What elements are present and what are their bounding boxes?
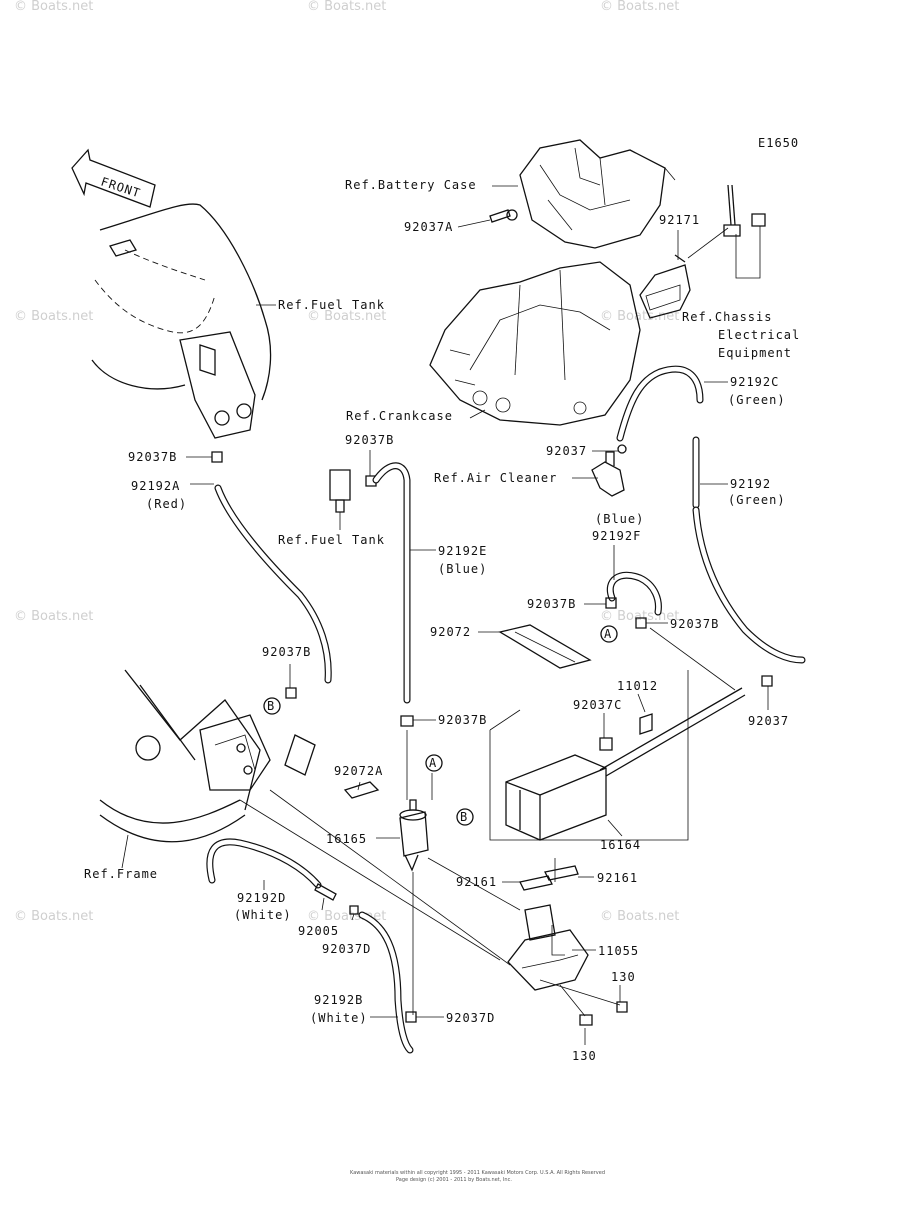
label-92037B-3: 92037B — [527, 597, 576, 611]
watermark: © Boats.net — [600, 909, 679, 924]
hose-white-92192B — [358, 911, 417, 1054]
diagram-code: E1650 — [758, 136, 799, 150]
label-92037D-2: 92037D — [446, 1011, 495, 1025]
front-arrow: FRONT — [71, 148, 156, 208]
footer-line: Kawasaki materials within all copyright … — [350, 1170, 605, 1176]
canister-16164 — [489, 670, 746, 841]
reference-lines — [239, 627, 736, 1017]
label-92037C: 92037C — [573, 698, 622, 712]
strap-92072A — [343, 781, 380, 799]
crankcase-illustration — [429, 254, 691, 426]
label-92192B: 92192B — [314, 993, 363, 1007]
label-16165: 16165 — [326, 832, 367, 846]
air-cleaner-fitting — [591, 444, 627, 497]
label-ref-chassis-electrical: Electrical — [718, 328, 800, 342]
callout-a: A — [429, 756, 437, 770]
label-ref-battery-case: Ref.Battery Case — [345, 178, 477, 192]
watermark: © Boats.net — [600, 309, 679, 324]
label-92037B-2: 92037B — [345, 433, 394, 447]
hose-white-92192D — [206, 838, 359, 915]
label-92161-right: 92161 — [597, 871, 638, 885]
label-92072: 92072 — [430, 625, 471, 639]
label-92037B-4: 92037B — [670, 617, 719, 631]
watermark: © Boats.net — [307, 0, 386, 14]
label-92037A: 92037A — [404, 220, 453, 234]
label-ref-chassis-equipment: Equipment — [718, 346, 792, 360]
label-92192C: 92192C — [730, 375, 779, 389]
label-16164: 16164 — [600, 838, 641, 852]
label-92171: 92171 — [659, 213, 700, 227]
label-ref-chassis: Ref.Chassis — [682, 310, 772, 324]
label-92192A: 92192A — [131, 479, 180, 493]
hose-green — [616, 365, 806, 687]
leader-lines — [121, 185, 769, 1045]
callouts: A A B B — [263, 625, 618, 826]
label-92192A-color: (Red) — [146, 497, 187, 511]
label-92192C-color: (Green) — [728, 393, 786, 407]
label-ref-fuel-tank-top: Ref.Fuel Tank — [278, 298, 385, 312]
label-92037-right: 92037 — [748, 714, 789, 728]
callout-b: B — [460, 810, 468, 824]
watermark: © Boats.net — [600, 609, 679, 624]
watermark: © Boats.net — [14, 909, 93, 924]
part-labels: Ref.Battery Case 92037A 92171 Ref.Chassi… — [84, 178, 800, 1063]
watermark: © Boats.net — [14, 609, 93, 624]
watermark: © Boats.net — [600, 0, 679, 14]
label-92192E: 92192E — [438, 544, 487, 558]
watermark: © Boats.net — [307, 309, 386, 324]
watermark: © Boats.net — [14, 309, 93, 324]
callout-b: B — [267, 699, 275, 713]
label-92192E-color: (Blue) — [438, 562, 487, 576]
label-ref-fuel-tank-mid: Ref.Fuel Tank — [278, 533, 385, 547]
label-92192B-color: (White) — [310, 1011, 368, 1025]
battery-case-illustration — [519, 139, 676, 249]
strap-92072 — [498, 624, 592, 669]
fuel-tank-illustration — [91, 203, 272, 439]
frame-illustration — [99, 669, 316, 843]
label-11012: 11012 — [617, 679, 658, 693]
footer-copyright: Kawasaki materials within all copyright … — [350, 1170, 605, 1183]
label-92192F-color: (Blue) — [595, 512, 644, 526]
label-92037D-1: 92037D — [322, 942, 371, 956]
footer-line: Page design (c) 2001 - 2011 by Boats.net… — [396, 1177, 512, 1183]
label-92192D: 92192D — [237, 891, 286, 905]
label-92072A: 92072A — [334, 764, 383, 778]
label-92005: 92005 — [298, 924, 339, 938]
label-11055: 11055 — [598, 944, 639, 958]
callout-a: A — [604, 627, 612, 641]
label-130-bottom: 130 — [572, 1049, 597, 1063]
fuel-filter-16165 — [399, 799, 429, 872]
label-130-right: 130 — [611, 970, 636, 984]
watermarks: © Boats.net © Boats.net © Boats.net © Bo… — [14, 0, 679, 924]
label-92192F: 92192F — [592, 529, 641, 543]
hose-red — [211, 451, 332, 699]
watermark: © Boats.net — [14, 0, 93, 14]
bolt-92037A — [489, 209, 518, 223]
label-ref-frame: Ref.Frame — [84, 867, 158, 881]
hose-blue-92192F — [605, 571, 662, 629]
label-92037B-5: 92037B — [262, 645, 311, 659]
label-92037-top: 92037 — [546, 444, 587, 458]
label-92037B-6: 92037B — [438, 713, 487, 727]
label-ref-crankcase: Ref.Crankcase — [346, 409, 453, 423]
label-92037B-1: 92037B — [128, 450, 177, 464]
label-92192: 92192 — [730, 477, 771, 491]
chassis-electrical-bracket — [687, 184, 766, 279]
label-92161-left: 92161 — [456, 875, 497, 889]
label-92192-color: (Green) — [728, 493, 786, 507]
label-92192D-color: (White) — [234, 908, 292, 922]
bracket-11055 — [507, 865, 628, 1026]
hose-blue-92192E — [329, 462, 414, 727]
label-ref-air-cleaner: Ref.Air Cleaner — [434, 471, 557, 485]
